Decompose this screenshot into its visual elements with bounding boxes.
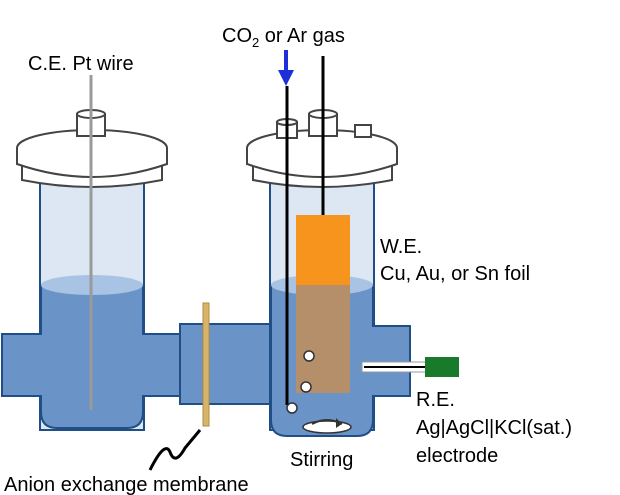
gas-bubble	[303, 350, 315, 362]
membrane-pointer	[148, 429, 202, 471]
stir-bar	[302, 420, 352, 434]
reference-electrode-desc: Ag|AgCl|KCl(sat.)	[416, 417, 572, 439]
gas-label-rest: or Ar gas	[259, 25, 345, 47]
reference-electrode-title: R.E.	[416, 389, 455, 411]
membrane-label: Anion exchange membrane	[4, 474, 249, 495]
working-electrode-foil	[296, 215, 350, 285]
bridge-tube	[148, 302, 273, 471]
gas-bubble	[300, 381, 312, 393]
bridge-tube-body	[179, 323, 273, 405]
working-electrode-desc: Cu, Au, or Sn foil	[380, 263, 530, 285]
reference-electrode-tail: electrode	[416, 445, 498, 467]
gas-label-subscript: 2	[252, 35, 259, 50]
working-electrode-title: W.E.	[380, 236, 422, 258]
stir-rotation-arrowhead	[336, 418, 342, 428]
counter-electrode-label: C.E. Pt wire	[28, 53, 134, 75]
anion-exchange-membrane	[202, 302, 210, 427]
gas-label-main: CO	[222, 25, 252, 47]
stirring-label: Stirring	[290, 449, 353, 471]
gas-arrow-head	[278, 70, 294, 86]
reference-electrode-tip	[425, 357, 459, 377]
right-chamber	[246, 50, 459, 437]
working-electrode-foil-submerged	[296, 285, 350, 393]
gas-bubble	[286, 402, 298, 414]
side-port	[354, 124, 372, 138]
gas-label: CO2 or Ar gas	[222, 25, 345, 50]
left-chamber	[1, 75, 181, 431]
